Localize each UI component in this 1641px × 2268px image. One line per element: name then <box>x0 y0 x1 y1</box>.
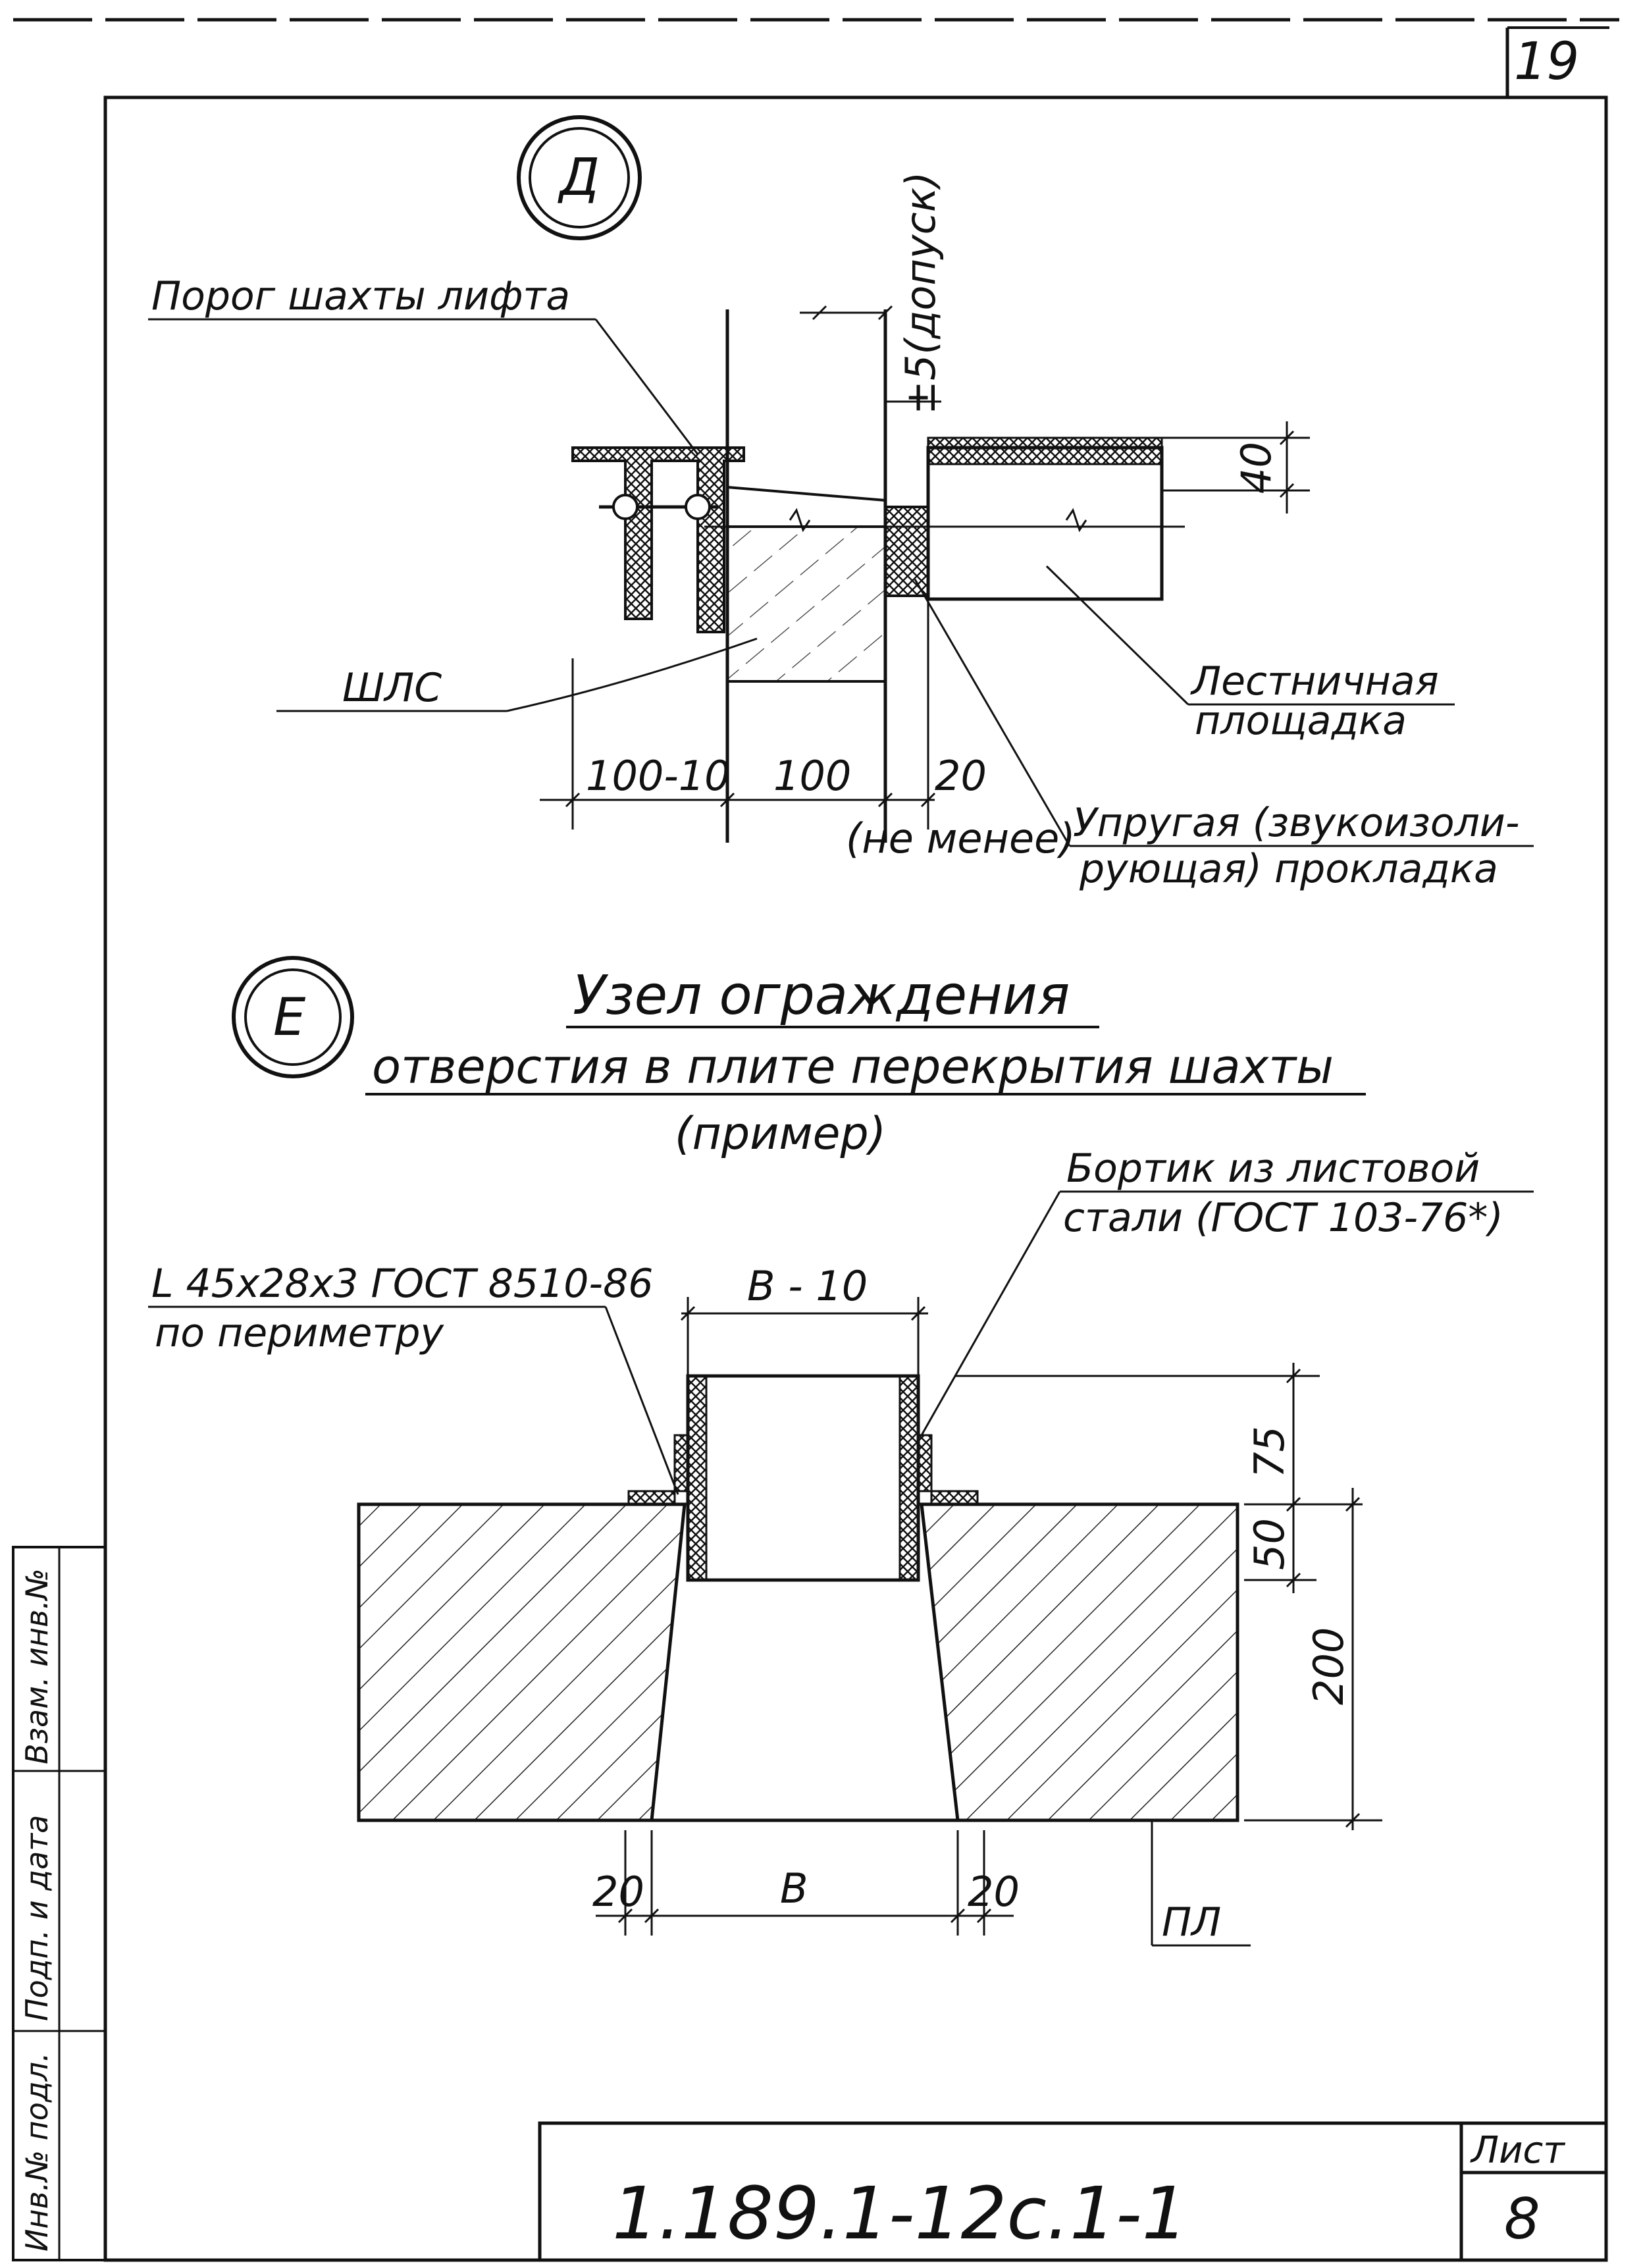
angle-left <box>627 1434 689 1506</box>
gasket <box>884 506 929 597</box>
label-gasket-1: Упругая (звукоизоли- <box>1073 800 1520 846</box>
detail-e-title-2: отверстия в плите перекрытия шахты <box>372 1039 1334 1094</box>
detail-d-letter: Д <box>558 148 600 207</box>
detail-d-section <box>571 309 1185 843</box>
dim-20-left: 20 <box>592 1868 644 1916</box>
label-shls: ШЛС <box>342 665 442 711</box>
label-threshold: Порог шахты лифта <box>151 273 570 319</box>
detail-e-letter: Е <box>273 988 306 1047</box>
dim-tolerance: ±5(допуск) <box>897 172 945 415</box>
label-pl: ПЛ <box>1162 1899 1221 1945</box>
dim-b-minus-10: B - 10 <box>747 1262 868 1310</box>
dim-b: B <box>780 1864 808 1912</box>
dim-50: 50 <box>1245 1518 1293 1570</box>
detail-d-marker: Д <box>517 115 642 240</box>
dim-75: 75 <box>1245 1426 1293 1478</box>
detail-e-slab <box>357 1374 1239 1822</box>
label-angle-1: L 45x28x3 ГОСТ 8510-86 <box>151 1261 653 1307</box>
sheet-label: Лист <box>1470 2129 1565 2172</box>
landing-slab <box>926 446 1164 601</box>
dim-40: 40 <box>1232 442 1280 494</box>
detail-e-marker: Е <box>232 956 354 1078</box>
threshold <box>571 446 745 633</box>
shls-block <box>726 525 887 683</box>
dim-not-less: (не менее) <box>846 814 1076 862</box>
label-landing-2: площадка <box>1195 698 1407 744</box>
detail-d-leaders <box>148 318 1534 847</box>
detail-e-title-3: (пример) <box>675 1108 886 1160</box>
label-angle-2: по периметру <box>155 1310 444 1356</box>
sheet-value: 8 <box>1504 2186 1540 2252</box>
doc-code: 1.189.1-12с.1-1 <box>612 2171 1188 2255</box>
detail-e-dims <box>596 1297 1382 1936</box>
curb-sheet <box>686 1374 920 1582</box>
dim-20-right: 20 <box>968 1868 1020 1916</box>
title-block <box>538 2121 1608 2262</box>
dim-100-10: 100-10 <box>586 752 731 800</box>
label-curb-2: стали (ГОСТ 103-76*) <box>1063 1195 1503 1241</box>
dim-100: 100 <box>773 752 851 800</box>
stamp-inv-no: Инв.№ подл. <box>19 2052 55 2252</box>
label-gasket-2: рующая) прокладка <box>1079 846 1498 892</box>
dim-200: 200 <box>1305 1627 1353 1705</box>
stamp-replace-inv: Взам. инв.№ <box>19 1568 55 1764</box>
label-curb-1: Бортик из листовой <box>1066 1146 1480 1192</box>
side-stamp: Инв.№ подл. Подп. и дата Взам. инв.№ <box>12 1546 107 2261</box>
angle-right <box>917 1434 979 1506</box>
detail-e-title-1: Узел ограждения <box>573 964 1070 1027</box>
dim-20: 20 <box>935 752 987 800</box>
detail-d-dims <box>540 305 1310 830</box>
sheet-number: 19 <box>1514 32 1579 92</box>
detail-e-leaders <box>148 1190 1534 1947</box>
label-landing-1: Лестничная <box>1190 658 1439 704</box>
stamp-sign-date: Подп. и дата <box>19 1815 55 2021</box>
